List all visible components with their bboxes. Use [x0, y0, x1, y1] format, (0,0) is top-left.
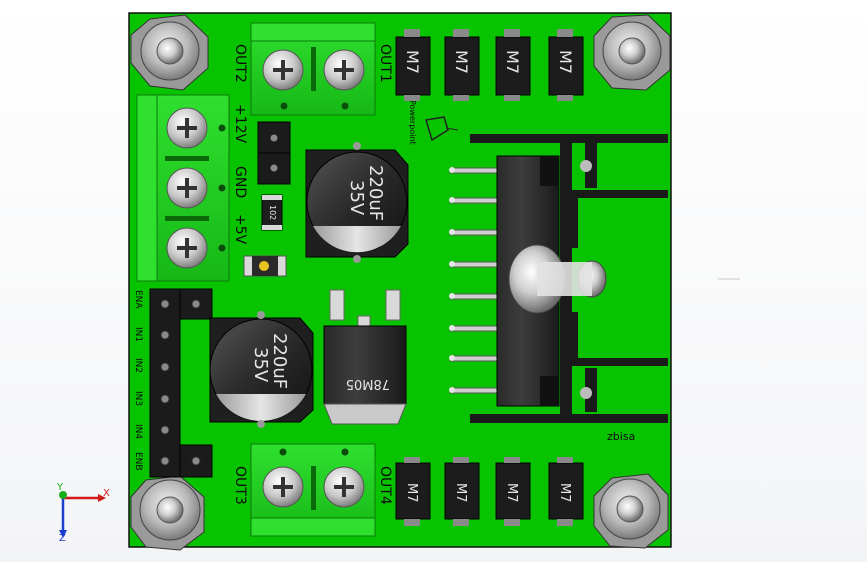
label-plus12v: +12V [232, 104, 248, 144]
smd-jumper [257, 121, 291, 185]
mounting-nut-top-left [130, 14, 209, 91]
mounting-nut-bottom-right [593, 473, 669, 549]
terminal-block-power[interactable] [136, 94, 230, 282]
label-out2: OUT2 [232, 44, 248, 83]
axis-triad [59, 491, 106, 538]
cap2-value: 220uF [269, 333, 290, 389]
diode-label-1: M7 [403, 50, 422, 74]
label-plus5v: +5V [232, 214, 248, 245]
regulator-78m05 [323, 289, 407, 425]
label-enb: ENB [133, 452, 143, 471]
label-ena: ENA [133, 290, 143, 309]
svg-text:102: 102 [268, 205, 277, 220]
diode-label-4: M7 [556, 50, 575, 74]
label-zbisa: zbisa [607, 430, 635, 443]
label-in3: IN3 [133, 391, 143, 406]
mounting-nut-bottom-left [130, 475, 205, 551]
axis-z-label: Z [59, 533, 66, 544]
svg-text:Powerpoint: Powerpoint [408, 100, 417, 145]
mounting-nut-top-right [593, 14, 671, 91]
smd-resistor: 102 [261, 194, 283, 231]
diodes-top [395, 29, 584, 101]
driver-ic-heatsink [449, 134, 668, 423]
axis-x-label: X [103, 488, 110, 499]
terminal-block-out3-out4[interactable] [250, 443, 376, 537]
axis-y-label: Y [56, 482, 64, 493]
capacitor-2 [209, 311, 314, 428]
cap1-value: 220uF [365, 165, 386, 221]
label-out4: OUT4 [377, 466, 393, 505]
diode-label-6: M7 [453, 483, 468, 503]
smd-led [243, 255, 287, 277]
diode-label-8: M7 [557, 483, 572, 503]
diode-label-2: M7 [452, 50, 471, 74]
pin-header[interactable] [149, 288, 213, 478]
label-gnd: GND [232, 166, 248, 198]
label-in4: IN4 [133, 424, 143, 439]
capacitor-1 [305, 142, 409, 263]
diode-label-3: M7 [503, 50, 522, 74]
cap2-voltage: 35V [250, 347, 271, 383]
label-out3: OUT3 [232, 466, 248, 505]
diodes-bottom [395, 457, 584, 526]
cap1-voltage: 35V [346, 180, 367, 216]
label-in2: IN2 [133, 358, 143, 373]
terminal-block-out1-out2[interactable] [250, 22, 376, 116]
powerpoint-logo: Powerpoint [408, 100, 459, 145]
diode-label-7: M7 [504, 483, 519, 503]
diode-label-5: M7 [404, 483, 419, 503]
label-out1: OUT1 [377, 44, 393, 83]
label-in1: IN1 [133, 327, 143, 342]
regulator-label: 78M05 [346, 376, 390, 391]
